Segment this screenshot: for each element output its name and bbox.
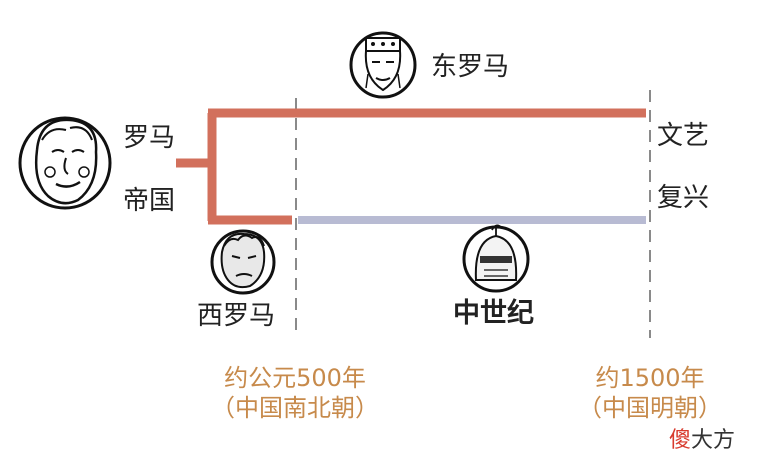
renaissance-label-top: 文艺 [657,121,710,151]
start-date-year: 约公元500年 [224,364,366,392]
west-rome-label: 西罗马 [197,301,276,331]
start-date-dynasty: （中国南北朝） [211,394,379,422]
end-date-year: 约1500年 [595,364,705,392]
renaissance-label-bottom: 复兴 [657,183,710,213]
middle-ages-label: 中世纪 [453,298,534,329]
east-rome-label: 东罗马 [431,52,510,82]
roman-branch [176,108,646,225]
medieval-knight-icon [462,224,530,293]
watermark-part2: 大方 [690,428,735,453]
end-date-dynasty: （中国明朝） [578,394,722,422]
west-roman-face-icon [210,229,276,295]
east-roman-face-icon [349,31,417,99]
roman-emperor-face-icon [18,116,112,210]
watermark-part1: 傻 [668,428,691,453]
watermark: 傻大方 [669,422,735,454]
rome-label-top: 罗马 [123,123,176,153]
rome-label-bottom: 帝国 [123,186,176,216]
